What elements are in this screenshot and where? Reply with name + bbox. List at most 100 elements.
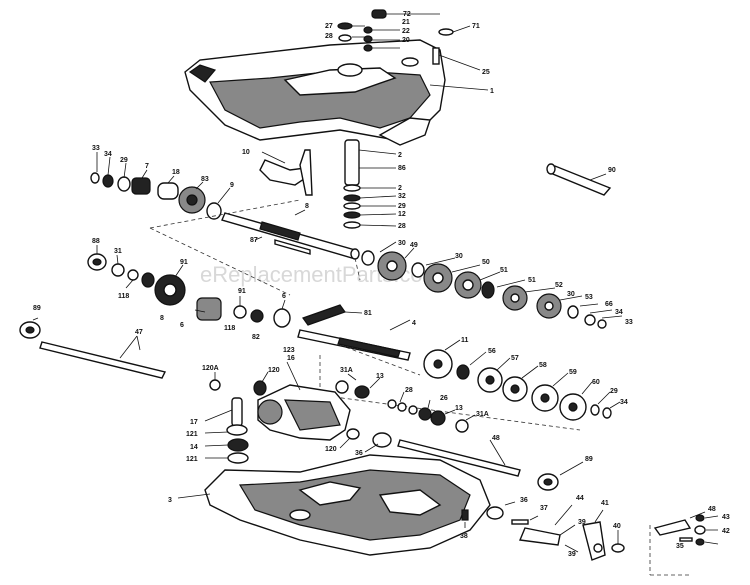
callout-label: 42 xyxy=(722,528,730,535)
callout-label: 11 xyxy=(461,337,469,344)
callout-label: 13 xyxy=(376,373,384,380)
callout-label: 33 xyxy=(625,319,633,326)
callout-label: 40 xyxy=(613,523,621,530)
callout-label: 39 xyxy=(568,551,576,558)
callout-label: 41 xyxy=(601,500,609,507)
callout-label: 60 xyxy=(592,379,600,386)
callout-label: 121 xyxy=(186,456,198,463)
mid-left-parts xyxy=(87,245,291,328)
callout-label: 48 xyxy=(492,435,500,442)
top-small-parts xyxy=(337,9,489,91)
callout-label: 83 xyxy=(201,176,209,183)
upper-housing xyxy=(184,39,446,146)
callout-label: 36 xyxy=(355,450,363,457)
callout-label: 27 xyxy=(325,23,333,30)
callout-label: 17 xyxy=(190,419,198,426)
callout-label: 87 xyxy=(250,237,258,244)
far-right-parts xyxy=(653,511,719,546)
callout-label: 14 xyxy=(190,444,198,451)
callout-label: 38 xyxy=(460,533,468,540)
callout-label: 59 xyxy=(569,369,577,376)
callout-label: 7 xyxy=(145,163,149,170)
callout-label: 10 xyxy=(242,149,250,156)
callout-label: 31A xyxy=(340,367,353,374)
callout-label: 22 xyxy=(402,28,410,35)
callout-label: 37 xyxy=(540,505,548,512)
callout-label: 91 xyxy=(180,259,188,266)
left-lower-parts xyxy=(204,361,351,464)
callout-label: 28 xyxy=(398,223,406,230)
callout-label: 48 xyxy=(708,506,716,513)
callout-label: 121 xyxy=(186,431,198,438)
callout-label: 39 xyxy=(578,519,586,526)
callout-label: 3 xyxy=(168,497,172,504)
shift-fork xyxy=(259,149,313,196)
callout-label: 118 xyxy=(118,293,129,300)
callout-label: 49 xyxy=(410,242,418,249)
callout-label: 58 xyxy=(539,362,547,369)
lower-gear-row xyxy=(423,339,621,421)
callout-label: 44 xyxy=(576,495,584,502)
callout-label: 51 xyxy=(528,277,536,284)
upper-right-gear-row xyxy=(361,241,623,329)
drive-chain xyxy=(302,304,363,326)
callout-label: 57 xyxy=(511,355,519,362)
callout-label: 88 xyxy=(92,238,100,245)
callout-label: 8 xyxy=(160,315,164,322)
callout-label: 21 xyxy=(402,19,410,26)
callout-label: 36 xyxy=(520,497,528,504)
parts-120-36 xyxy=(339,428,392,453)
callout-label: 35 xyxy=(676,543,684,550)
callout-label: 2 xyxy=(398,185,402,192)
callout-label: 123 xyxy=(283,347,295,354)
callout-label: 29 xyxy=(610,388,618,395)
callout-label: 72 xyxy=(403,11,411,18)
callout-label: 6 xyxy=(180,322,184,329)
callout-label: 53 xyxy=(585,294,593,301)
callout-label: 8 xyxy=(305,203,309,210)
callout-label: 56 xyxy=(488,348,496,355)
callout-label: 118 xyxy=(224,325,235,332)
callout-label: 30 xyxy=(455,253,463,260)
callout-label: 13 xyxy=(455,405,463,412)
callout-label: 30 xyxy=(567,291,575,298)
callout-label: 120A xyxy=(202,365,219,372)
callout-label: 89 xyxy=(585,456,593,463)
callout-label: 26 xyxy=(440,395,448,402)
callout-label: 33 xyxy=(92,145,100,152)
long-shaft-47 xyxy=(19,317,167,379)
callout-label: 90 xyxy=(608,167,616,174)
callout-label: 9 xyxy=(230,182,234,189)
center-shaft-stack xyxy=(343,139,397,229)
callout-label: 81 xyxy=(364,310,372,317)
callout-label: 86 xyxy=(398,165,406,172)
callout-label: 34 xyxy=(104,151,112,158)
callout-label: 28 xyxy=(325,33,333,40)
callout-label: 31A xyxy=(476,411,489,418)
shaft-48 xyxy=(397,439,521,477)
callout-label: 34 xyxy=(615,309,623,316)
callout-label: 47 xyxy=(135,329,143,336)
part-90-pin xyxy=(546,163,612,196)
callout-label: 29 xyxy=(120,157,128,164)
callout-label: 120 xyxy=(325,446,337,453)
callout-label: 31 xyxy=(114,248,122,255)
shaft-87 xyxy=(221,209,360,260)
callout-label: 43 xyxy=(722,514,730,521)
callout-label: 18 xyxy=(172,169,180,176)
callout-label: 28 xyxy=(405,387,413,394)
callout-label: 52 xyxy=(555,282,563,289)
callout-label: 16 xyxy=(287,355,295,362)
callout-label: 89 xyxy=(33,305,41,312)
callout-label: 2 xyxy=(398,152,402,159)
callout-label: 6 xyxy=(282,293,286,300)
callout-label: 82 xyxy=(252,334,260,341)
callout-label: 34 xyxy=(620,399,628,406)
callout-labels: 72 21 22 20 27 28 71 25 1 2 10 33 34 29 … xyxy=(33,11,730,558)
callout-label: 71 xyxy=(472,23,480,30)
callout-label: 29 xyxy=(398,203,406,210)
callout-label: 30 xyxy=(398,240,406,247)
callout-label: 50 xyxy=(482,259,490,266)
lower-housing xyxy=(177,454,491,556)
